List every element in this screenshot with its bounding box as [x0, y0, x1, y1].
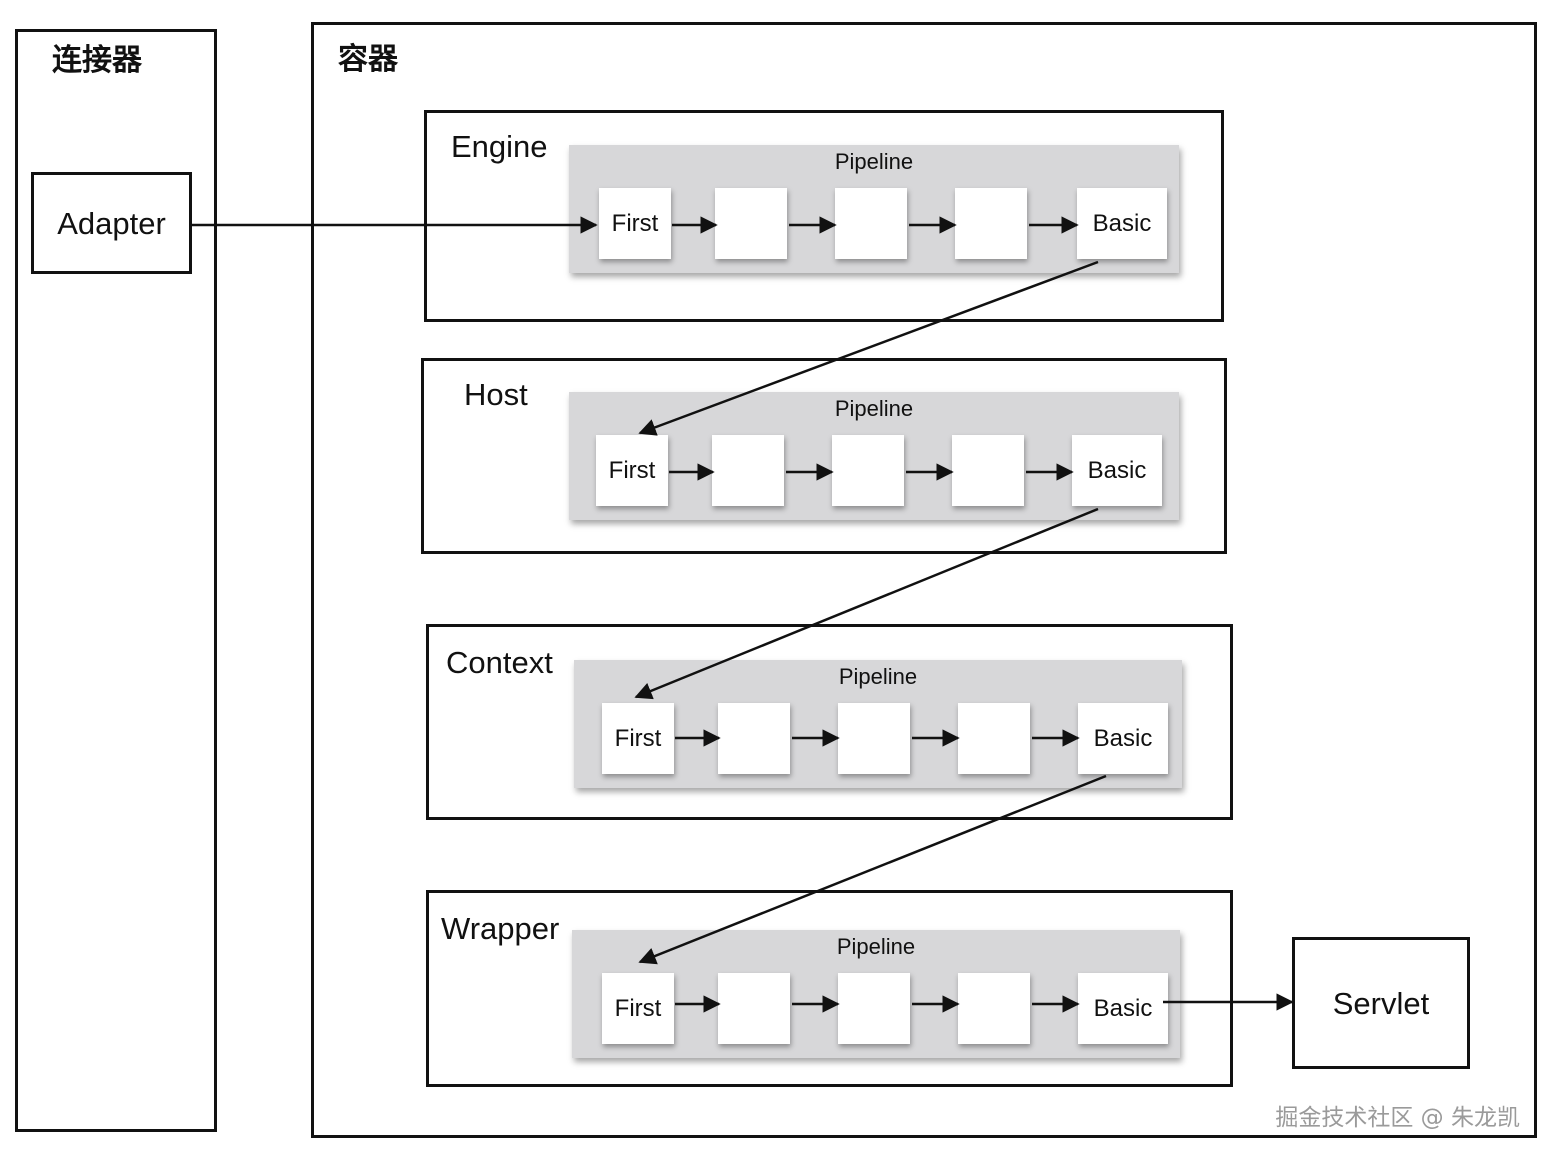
- connector-title: 连接器: [52, 43, 142, 78]
- context-pipeline: Pipeline First Basic: [574, 660, 1182, 788]
- servlet-box: Servlet: [1292, 937, 1470, 1069]
- pipeline-label: Pipeline: [838, 664, 918, 689]
- first-valve: First: [602, 703, 674, 774]
- host-title: Host: [464, 377, 528, 412]
- watermark: 掘金技术社区 @ 朱龙凯: [1275, 1105, 1520, 1131]
- pipeline-label: Pipeline: [834, 396, 914, 421]
- adapter-box: Adapter: [31, 172, 192, 274]
- valve: [958, 703, 1030, 774]
- engine-title: Engine: [451, 129, 548, 164]
- adapter-label: Adapter: [57, 205, 166, 241]
- valve: [958, 973, 1030, 1044]
- valve: [952, 435, 1024, 506]
- first-valve: First: [596, 435, 668, 506]
- valve: [718, 703, 790, 774]
- wrapper-pipeline: Pipeline First Basic: [572, 930, 1180, 1058]
- container-title: 容器: [338, 42, 398, 77]
- first-valve: First: [602, 973, 674, 1044]
- context-title: Context: [446, 645, 553, 680]
- basic-valve: Basic: [1078, 703, 1168, 774]
- wrapper-title: Wrapper: [441, 911, 560, 946]
- valve: [832, 435, 904, 506]
- pipeline-label: Pipeline: [836, 934, 916, 959]
- valve: [718, 973, 790, 1044]
- valve: [712, 435, 784, 506]
- valve: [715, 188, 787, 259]
- valve: [838, 703, 910, 774]
- pipeline-label: Pipeline: [834, 149, 914, 174]
- first-valve: First: [599, 188, 671, 259]
- basic-valve: Basic: [1072, 435, 1162, 506]
- valve: [838, 973, 910, 1044]
- basic-valve: Basic: [1078, 973, 1168, 1044]
- valve: [835, 188, 907, 259]
- engine-pipeline: Pipeline First Basic: [569, 145, 1179, 273]
- valve: [955, 188, 1027, 259]
- servlet-label: Servlet: [1332, 985, 1430, 1021]
- basic-valve: Basic: [1077, 188, 1167, 259]
- host-pipeline: Pipeline First Basic: [569, 392, 1179, 520]
